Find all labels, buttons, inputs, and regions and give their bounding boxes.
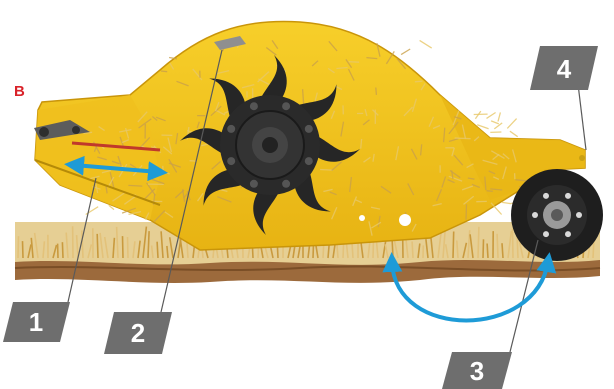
- callout-2: 2: [104, 312, 172, 354]
- chaff-strand: [502, 202, 511, 203]
- chaff-strand: [487, 191, 493, 192]
- rotor-bolt: [305, 157, 313, 165]
- callout-number: 1: [29, 307, 43, 337]
- wheel-bolt: [543, 231, 549, 237]
- chaff-strand: [361, 139, 362, 149]
- rotor-bolt: [250, 180, 258, 188]
- chaff-strand: [401, 49, 410, 55]
- straw-blade: [392, 241, 393, 258]
- callout-number: 4: [557, 54, 572, 84]
- grease-nipple: [579, 155, 585, 161]
- chaff-strand: [455, 138, 471, 139]
- straw-blade: [18, 236, 19, 258]
- straw-blade: [513, 229, 514, 258]
- callout-1: 1: [3, 302, 70, 342]
- rotor-bolt: [282, 180, 290, 188]
- straw-blade: [123, 236, 124, 258]
- straw-blade: [97, 234, 98, 258]
- rotor-bolt: [282, 102, 290, 110]
- wheel-bolt: [565, 231, 571, 237]
- straw-blade: [128, 237, 129, 258]
- hitch-pin: [39, 127, 49, 137]
- straw-blade: [487, 244, 488, 259]
- depth-wheel-icon: [511, 169, 603, 261]
- rotor-axle: [262, 137, 278, 153]
- callout-number: 3: [470, 356, 484, 386]
- callout-4: 4: [530, 46, 598, 90]
- wheel-bolt: [576, 212, 582, 218]
- hole: [399, 214, 411, 226]
- wheel-bolt: [543, 193, 549, 199]
- chaff-strand: [320, 170, 333, 171]
- wheel-bolt: [532, 212, 538, 218]
- chaff-strand: [487, 113, 496, 119]
- wheel-bolt: [565, 193, 571, 199]
- chaff-strand: [349, 62, 359, 63]
- straw-blade: [502, 243, 503, 258]
- straw-blade: [412, 242, 413, 259]
- straw-blade: [167, 246, 168, 258]
- hitch-pin: [72, 126, 80, 134]
- soil-layer: [15, 260, 600, 283]
- rotor-bolt: [305, 125, 313, 133]
- straw-blade: [23, 241, 24, 258]
- hole: [359, 215, 365, 221]
- straw-blade: [497, 234, 498, 258]
- rotor-bolt: [227, 157, 235, 165]
- straw-blade: [478, 227, 479, 258]
- chaff-strand: [507, 119, 516, 129]
- callout-3: 3: [442, 352, 512, 389]
- rotor-bolt: [250, 102, 258, 110]
- chaff-strand: [420, 40, 432, 48]
- straw-blade: [157, 242, 158, 258]
- straw-blade: [148, 231, 149, 258]
- chaff-strand: [128, 185, 142, 186]
- straw-blade: [337, 245, 338, 258]
- chaff-strand: [161, 71, 167, 72]
- leader-line-4: [578, 84, 586, 150]
- straw-blade: [453, 232, 454, 259]
- chaff-strand: [376, 88, 377, 95]
- wheel-axle: [551, 209, 563, 221]
- callout-number: 2: [131, 318, 145, 348]
- chaff-strand: [510, 131, 518, 137]
- straw-blade: [483, 239, 484, 258]
- chaff-strand: [466, 204, 467, 219]
- chaff-strand: [498, 112, 500, 121]
- corner-label: B: [14, 83, 25, 100]
- straw-blade: [62, 242, 63, 258]
- chaff-strand: [415, 81, 423, 82]
- rotor-bolt: [227, 125, 235, 133]
